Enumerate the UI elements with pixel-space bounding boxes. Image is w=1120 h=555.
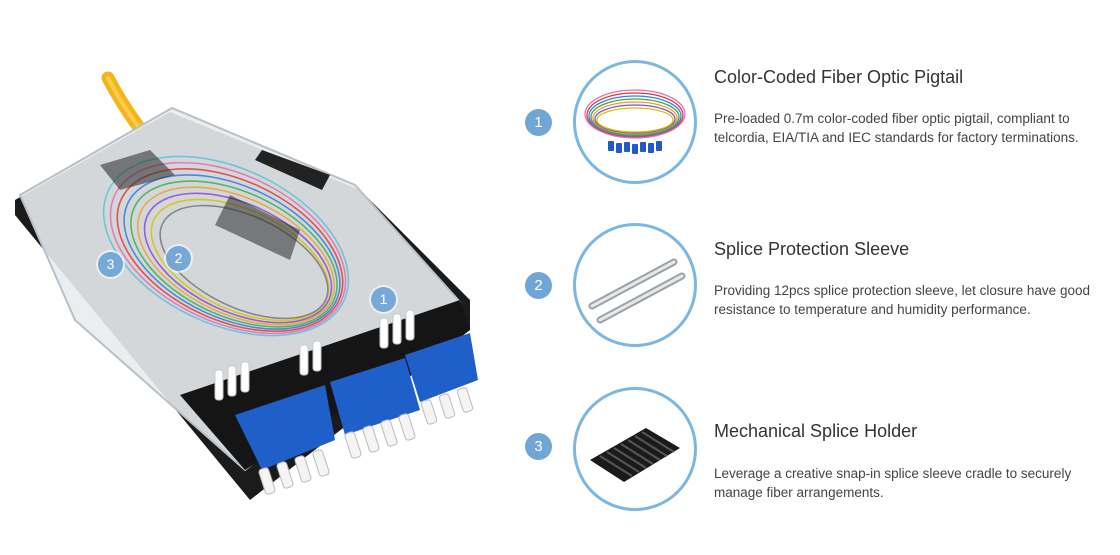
image-badge-1: 1 [371,287,396,312]
cassette-product-image: 3 2 1 [0,0,530,550]
fiber-pigtail-icon [573,60,697,184]
feature-number-badge: 2 [525,272,552,299]
splice-sleeve-icon [573,223,697,347]
image-badge-3: 3 [98,252,123,277]
feature-number-badge: 1 [525,109,552,136]
feature-number-badge: 3 [525,433,552,460]
feature-title: Mechanical Splice Holder [714,421,918,441]
feature-description: Leverage a creative snap-in splice sleev… [714,466,1072,500]
feature-title: Color-Coded Fiber Optic Pigtail [714,67,964,87]
image-badge-2: 2 [166,246,191,271]
fiber-cassette-illustration [15,71,478,500]
feature-description: Providing 12pcs splice protection sleeve… [714,283,1090,317]
feature-description: Pre-loaded 0.7m color-coded fiber optic … [714,111,1079,145]
splice-holder-icon [573,387,697,511]
feature-title: Splice Protection Sleeve [714,239,910,259]
